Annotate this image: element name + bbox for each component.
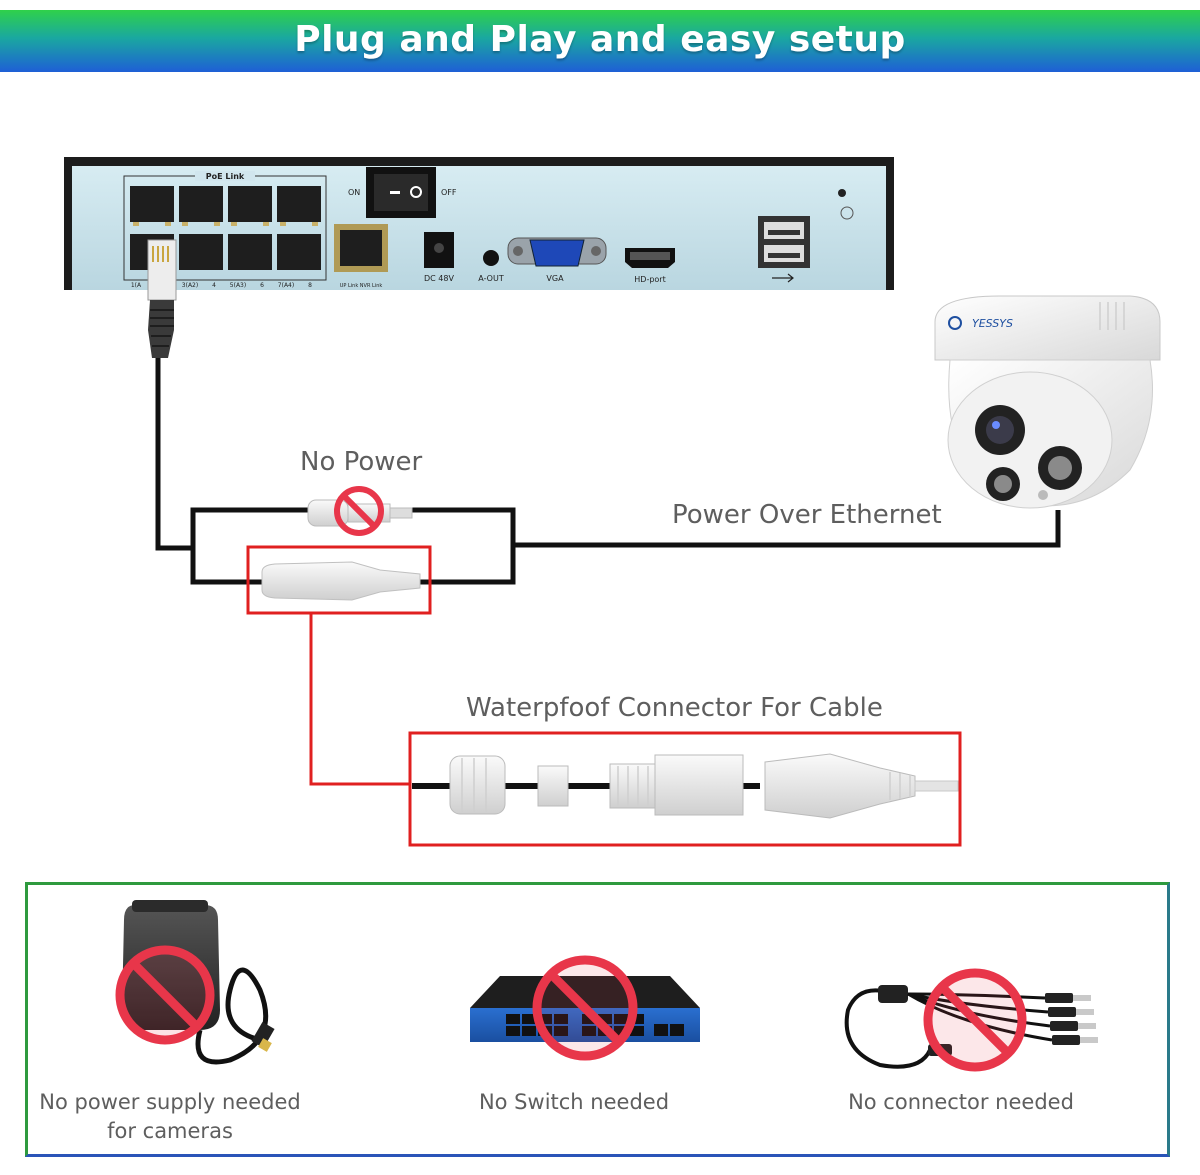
off-label: OFF [441, 188, 457, 197]
hd-label: HD-port [634, 275, 665, 284]
vga-port: VGA [507, 237, 607, 283]
dc-jack: DC 48V [424, 232, 454, 283]
camera-brand: YESSYS [972, 317, 1013, 330]
uplink-label: UP Link NVR Link [340, 283, 383, 289]
dome-camera: YESSYS [934, 295, 1161, 509]
splitter-highlight-box [246, 545, 432, 615]
on-label: ON [348, 188, 360, 197]
power-adapter-image [122, 900, 275, 1065]
poe-label: Power Over Ethernet [672, 500, 942, 530]
ethernet-cable [155, 330, 1061, 585]
port-label: 4 [212, 282, 216, 289]
no-sign-icon [334, 486, 384, 536]
no-connector-caption: No connector needed [848, 1090, 1074, 1114]
port-label: 7(A4) [278, 282, 294, 289]
hdmi-port: HD-port [625, 248, 675, 284]
no-sign-icon [532, 955, 638, 1061]
audio-out-jack: A-OUT [478, 250, 504, 283]
no-power-supply-caption: No power supply needed for cameras [39, 1090, 301, 1143]
poe-link-label: PoE Link [206, 172, 245, 181]
poe-splitter [261, 561, 421, 601]
port-label: 6 [260, 282, 264, 289]
uplink-port: UP Link NVR Link [334, 224, 388, 289]
no-switch-caption: No Switch needed [478, 1090, 670, 1114]
splitter-cable-image [844, 985, 1098, 1069]
waterproof-highlight-box [408, 731, 962, 847]
callout-line [309, 613, 411, 786]
no-sign-icon [923, 968, 1027, 1072]
no-sign-icon [115, 945, 215, 1045]
no-power-label: No Power [300, 447, 423, 477]
waterproof-connector [412, 753, 959, 819]
waterproof-connector-label: Waterpfoof Connector For Cable [466, 693, 883, 723]
usb-ports [758, 216, 810, 283]
rj45-plug [147, 239, 177, 358]
banner-title: Plug and Play and easy setup [294, 19, 906, 60]
port-label: 5(A3) [230, 282, 246, 289]
title-banner: Plug and Play and easy setup [0, 10, 1200, 72]
aout-label: A-OUT [478, 274, 504, 283]
vga-label: VGA [546, 274, 564, 283]
port-label: 8 [308, 282, 312, 289]
power-switch: ON OFF [348, 167, 457, 218]
no-extra-equipment-panel [25, 882, 1170, 1157]
nvr-back-panel: PoE Link 1(A 3(A2) 4 5(A3 [64, 157, 894, 290]
port-label: 3(A2) [182, 282, 198, 289]
port-label: 1(A [131, 282, 142, 289]
dc-label: DC 48V [424, 274, 454, 283]
